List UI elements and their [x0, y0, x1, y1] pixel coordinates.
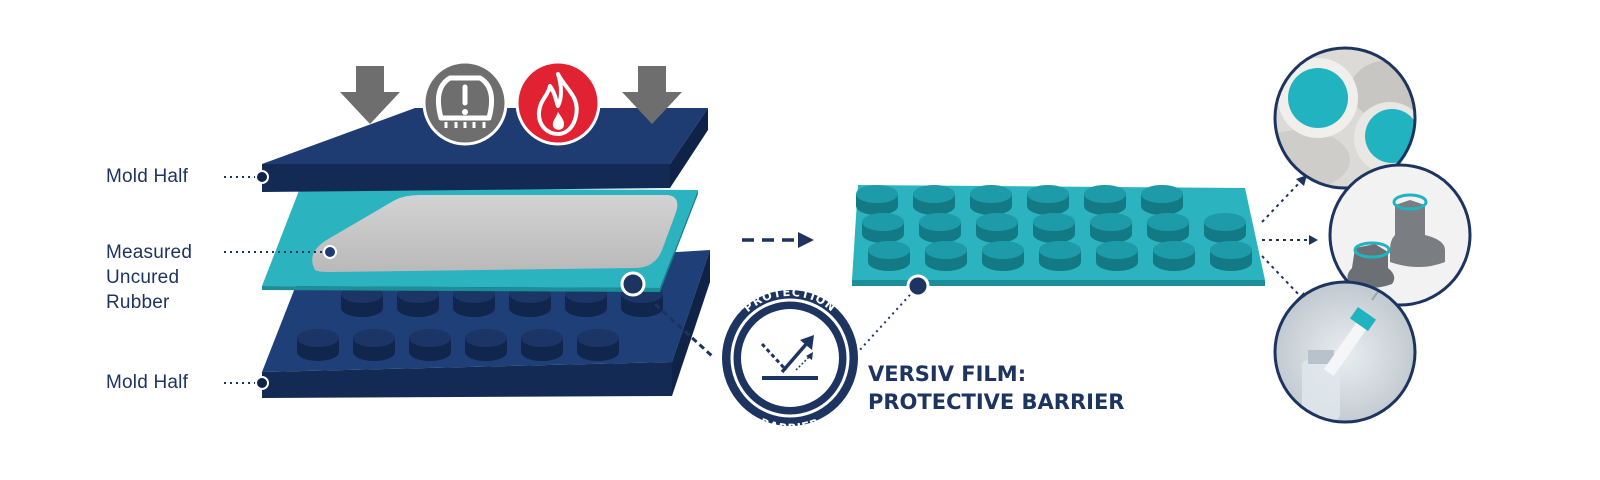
- mold-cavity: [409, 329, 451, 361]
- molded-cap: [1204, 213, 1246, 243]
- molded-cap: [1090, 213, 1132, 243]
- molded-cap: [1210, 241, 1252, 271]
- label-mold-half-top: Mold Half: [106, 166, 189, 187]
- product-photo-syringe: [1273, 280, 1417, 424]
- mold-cavity: [521, 329, 563, 361]
- label-rubber-line3: Rubber: [106, 292, 170, 313]
- versiv-film-heading: VERSIV FILM: PROTECTIVE BARRIER: [868, 360, 1124, 416]
- molded-cap: [1084, 185, 1126, 215]
- molded-cap: [1096, 241, 1138, 271]
- molded-cap: [1141, 185, 1183, 215]
- molded-cap: [1147, 213, 1189, 243]
- label-rubber-line1: Measured: [106, 242, 193, 263]
- molded-cap: [925, 241, 967, 271]
- molded-cap: [976, 213, 1018, 243]
- molded-cap: [868, 241, 910, 271]
- molded-cap: [913, 185, 955, 215]
- product-photo-stoppers-side: [1328, 163, 1472, 307]
- mold-cavity: [297, 329, 339, 361]
- leader-lines-left: [224, 170, 337, 390]
- uncured-rubber: [312, 195, 678, 272]
- molded-cap: [1027, 185, 1069, 215]
- label-mold-half-bottom: Mold Half: [106, 372, 189, 393]
- heat-flame-icon: [515, 60, 601, 146]
- sheet-callout: [857, 274, 930, 353]
- molded-cap: [856, 185, 898, 215]
- label-measured-uncured-rubber: Measured Uncured Rubber: [106, 240, 192, 315]
- label-rubber-line2: Uncured: [106, 267, 180, 288]
- heading-line1: VERSIV FILM:: [868, 362, 1027, 386]
- molded-cap: [982, 241, 1024, 271]
- badge-bottom-text: BARRIER: [758, 415, 822, 435]
- molded-cap: [919, 213, 961, 243]
- pressure-arrow-icon: [622, 66, 682, 124]
- molded-cap: [862, 213, 904, 243]
- molded-cap: [970, 185, 1012, 215]
- mold-cavity: [465, 329, 507, 361]
- barrier-reflect-icon: [760, 335, 818, 380]
- molded-cap: [1039, 241, 1081, 271]
- pressure-gauge-icon: [422, 60, 508, 146]
- molded-caps: [856, 185, 1252, 271]
- molded-cap: [1033, 213, 1075, 243]
- mold-cavity: [353, 329, 395, 361]
- process-arrow: [742, 232, 814, 248]
- heading-line2: PROTECTIVE BARRIER: [868, 390, 1125, 414]
- mold-cavity: [577, 329, 619, 361]
- film-callout: [620, 271, 714, 358]
- protection-barrier-badge: PROTECTION BARRIER: [722, 285, 858, 435]
- output-arrows: [1261, 175, 1318, 303]
- pressure-arrow-icon: [340, 66, 400, 124]
- molded-cap: [1153, 241, 1195, 271]
